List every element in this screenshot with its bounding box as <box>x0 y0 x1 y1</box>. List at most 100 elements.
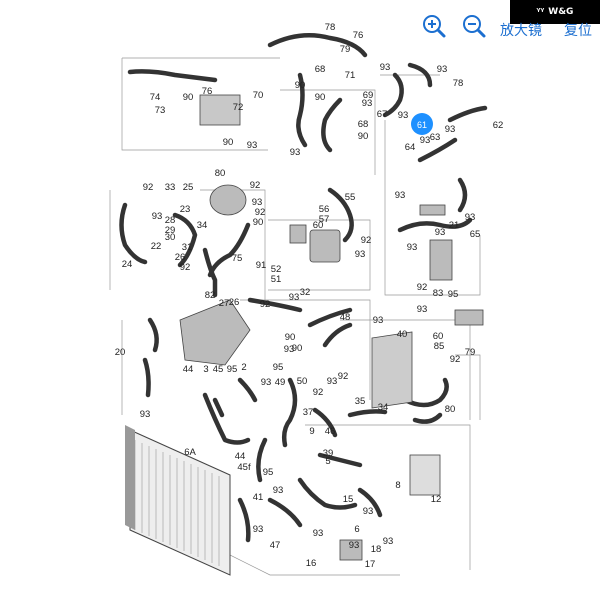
part-callout-label: 23 <box>180 204 191 215</box>
magnifier-button[interactable]: 放大镜 <box>500 23 542 39</box>
brand-logo-icon: ᵞᵞ <box>536 7 545 17</box>
air-duct <box>409 454 441 496</box>
part-callout-label: 31 <box>182 242 193 253</box>
part-callout-label: 28 <box>165 215 176 226</box>
part-callout-label: 12 <box>431 494 442 505</box>
sensor-block <box>419 204 446 216</box>
part-callout-label: 93 <box>261 377 272 388</box>
zoom-in-icon[interactable] <box>421 13 447 39</box>
part-callout-label: 90 <box>358 131 369 142</box>
part-callout-label: 39 <box>323 448 334 459</box>
expansion-tank <box>209 184 247 216</box>
oil-cooler <box>309 229 341 263</box>
part-callout-label: 24 <box>122 259 133 270</box>
charge-air-cooler <box>371 331 413 409</box>
part-callout-label: 60 <box>433 331 444 342</box>
part-callout-label: 93 <box>465 212 476 223</box>
part-callout-label: 93 <box>253 524 264 535</box>
part-callout-label: 93 <box>289 292 300 303</box>
part-callout-label: 93 <box>417 304 428 315</box>
part-callout-label: 35 <box>355 396 366 407</box>
part-callout-label: 92 <box>450 354 461 365</box>
part-callout-label: 85 <box>434 341 445 352</box>
brand-text: W&G <box>548 7 574 17</box>
part-callout-label: 92 <box>313 387 324 398</box>
part-callout-label: 93 <box>362 98 373 109</box>
part-callout-label: 80 <box>215 168 226 179</box>
part-callout-label: 16 <box>306 558 317 569</box>
part-callout-label: 26 <box>175 252 186 263</box>
part-callout-label: 17 <box>365 559 376 570</box>
part-callout-label: 93 <box>435 227 446 238</box>
zoom-out-icon[interactable] <box>461 13 487 39</box>
part-callout-label: 70 <box>253 90 264 101</box>
part-callout-label: 90 <box>223 137 234 148</box>
radiator <box>125 425 231 576</box>
part-callout-label: 95 <box>273 362 284 373</box>
part-callout-label: 93 <box>383 536 394 547</box>
part-callout-label: 20 <box>115 347 126 358</box>
part-callout-label: 33 <box>165 182 176 193</box>
highlight-label: 61 <box>417 120 427 130</box>
part-callout-label: 57 <box>319 214 330 225</box>
part-callout-label: 74 <box>150 92 161 103</box>
part-callout-label: 25 <box>183 182 194 193</box>
reset-button[interactable]: 复位 <box>564 23 592 39</box>
part-callout-label: 93 <box>290 147 301 158</box>
part-callout-label: 75 <box>232 253 243 264</box>
part-callout-label: 92 <box>417 282 428 293</box>
part-callout-label: 93 <box>380 62 391 73</box>
part-callout-label: 90 <box>253 217 264 228</box>
part-callout-label: 65 <box>470 229 481 240</box>
brand-bar: ᵞᵞ W&G <box>510 0 600 24</box>
part-callout-label: 40 <box>397 329 408 340</box>
part-callout-label: 64 <box>405 142 416 153</box>
part-callout-label: 52 <box>271 264 282 275</box>
part-callout-label: 45 <box>213 364 224 375</box>
part-callout-label: 44 <box>183 364 194 375</box>
part-callout-label: 68 <box>315 64 326 75</box>
part-callout-label: 6 <box>354 524 359 535</box>
part-callout-label: 92 <box>338 371 349 382</box>
part-callout-label: 92 <box>361 235 372 246</box>
part-callout-label: 8 <box>395 480 400 491</box>
part-callout-label: 95 <box>448 289 459 300</box>
part-callout-label: 95 <box>227 364 238 375</box>
part-callout-label: 90 <box>292 343 303 354</box>
part-callout-label: 27 <box>219 298 230 309</box>
part-callout-label: 56 <box>319 204 330 215</box>
part-callout-label: 48 <box>340 312 351 323</box>
highlight-marker[interactable] <box>411 113 433 135</box>
part-callout-label: 21 <box>449 220 460 231</box>
part-callout-label: 93 <box>313 528 324 539</box>
part-callout-label: 93 <box>252 197 263 208</box>
part-callout-label: 76 <box>202 86 213 97</box>
part-callout-label: 92 <box>180 262 191 273</box>
part-callout-label: 93 <box>407 242 418 253</box>
part-callout-label: 92 <box>260 299 271 310</box>
part-callout-label: 93 <box>152 211 163 222</box>
coolant-pump <box>339 539 363 561</box>
part-callout-label: 76 <box>353 30 364 41</box>
valve-unit <box>454 309 484 326</box>
part-callout-label: 93 <box>420 135 431 146</box>
thermostat-housing <box>179 299 251 366</box>
part-callout-label: 71 <box>345 70 356 81</box>
part-callout-label: 93 <box>395 190 406 201</box>
part-callout-label: 50 <box>297 376 308 387</box>
part-callout-label: 93 <box>349 540 360 551</box>
pipe-bracket <box>199 94 241 126</box>
part-callout-label: 93 <box>363 506 374 517</box>
part-callout-label: 80 <box>445 404 456 415</box>
part-callout-label: 37 <box>303 407 314 418</box>
part-callout-label: 46 <box>325 426 336 437</box>
part-callout-label: 93 <box>247 140 258 151</box>
part-callout-label: 6A <box>184 447 196 458</box>
part-callout-label: 79 <box>340 44 351 55</box>
part-callout-label: 30 <box>165 232 176 243</box>
part-callout-label: 90 <box>183 92 194 103</box>
hoses-dark <box>119 32 488 543</box>
pump-small <box>289 224 307 244</box>
part-callout-label: 95 <box>263 467 274 478</box>
